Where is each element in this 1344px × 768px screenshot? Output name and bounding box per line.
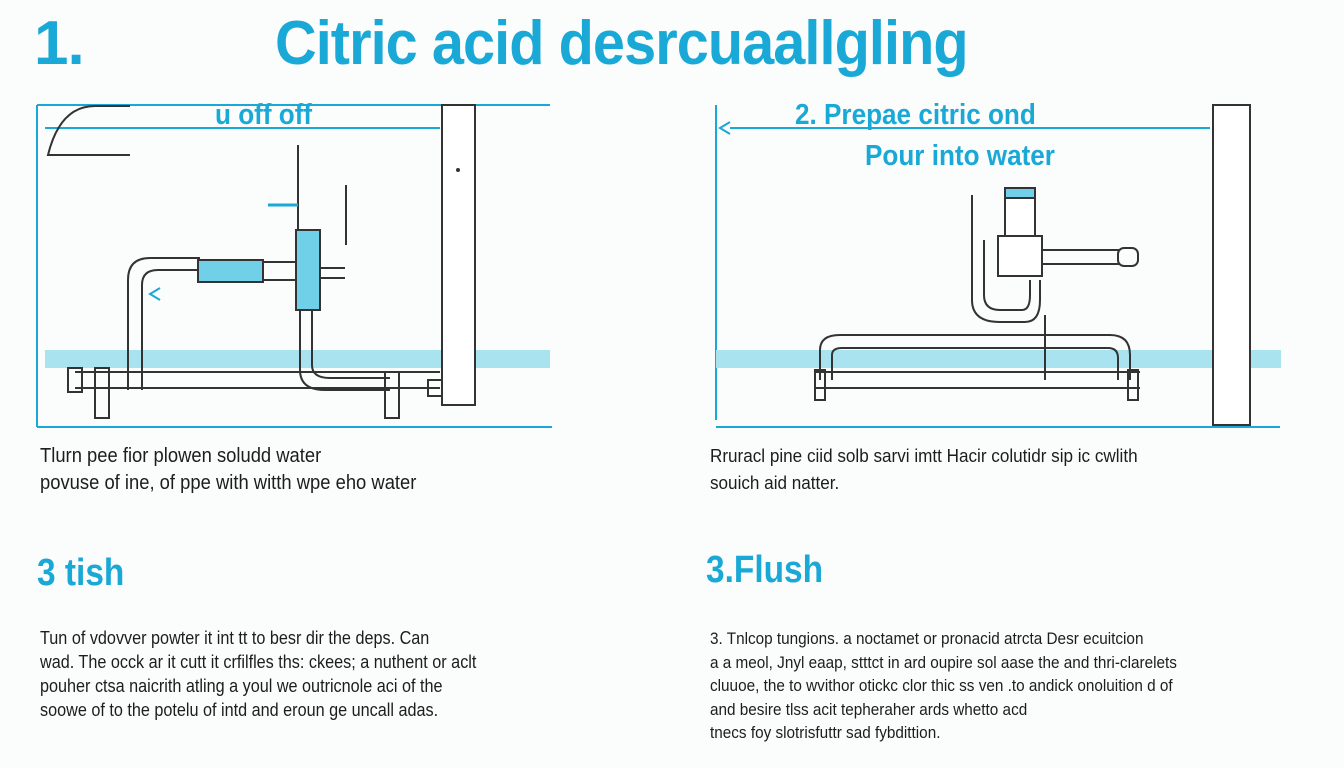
step3-left-description: Tun of vdovver powter it int tt to besr … [40, 626, 476, 722]
step3-right-description: 3. Tnlcop tungions. a noctamet or pronac… [710, 627, 1177, 745]
text-line: povuse of ine, of ppe with witth wpe eho… [40, 472, 417, 494]
wall-pillar [1212, 104, 1251, 426]
text-line: cluuoe, the to wvithor otickc clor thic … [710, 676, 1173, 695]
step3-right-heading: 3.Flush [706, 549, 824, 591]
text-line: wad. The occk ar it cutt it crfilfles th… [40, 652, 477, 672]
text-line: soowe of to the potelu of intd and eroun… [40, 700, 439, 720]
step-number: 1. [34, 9, 85, 78]
text-line: a a meol, Jnyl eaap, stttct in ard oupir… [710, 652, 1177, 672]
faucet-icon [46, 105, 130, 156]
pipes [67, 145, 443, 419]
step3-left-heading: 3 tish [37, 552, 125, 594]
text-line: Rruracl pine ciid solb sarvi imtt Hacir … [710, 446, 1138, 466]
step2-label-line2: Pour into water [865, 140, 1055, 172]
water-band [45, 350, 550, 368]
step1-label: u off off [215, 99, 313, 131]
step2-label-line1: 2. Prepae citric ond [795, 99, 1036, 131]
step2-description: Rruracl pine ciid solb sarvi imtt Hacir … [710, 443, 1138, 497]
pipes [814, 187, 1140, 401]
water-band [716, 350, 1281, 368]
text-line: Tun of vdovver powter it int tt to besr … [40, 628, 430, 648]
text-line: tnecs foy slotrisfuttr sad fybdittion. [710, 723, 941, 742]
step1-description: Tlurn pee fior plowen soludd water povus… [40, 443, 416, 497]
text-line: souich aid natter. [710, 473, 840, 493]
wall-pillar [441, 104, 476, 406]
text-line: pouher ctsa naicrith atling a youl we ou… [40, 676, 443, 696]
page-title: Citric acid desrcuaallgling [275, 9, 969, 78]
text-line: and besire tlss acit tepheraher ards whe… [710, 699, 1028, 719]
flow-arrow-icon [148, 287, 161, 301]
text-line: Tlurn pee fior plowen soludd water [40, 445, 322, 467]
text-line: 3. Tnlcop tungions. a noctamet or pronac… [710, 629, 1144, 648]
